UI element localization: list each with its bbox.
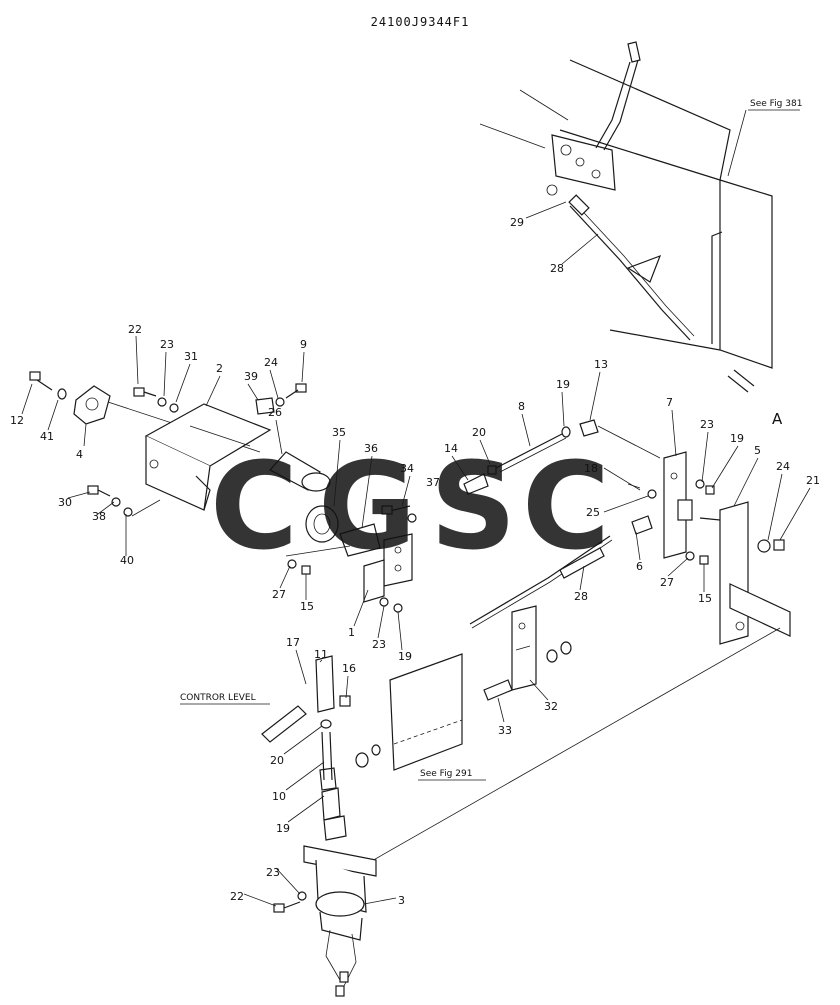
leader-lines [21, 201, 811, 907]
callout: 24 [776, 460, 790, 473]
callout: 3 [398, 894, 405, 907]
callout: 8 [518, 400, 525, 413]
solenoid-assembly: CONTROR LEVEL [180, 655, 377, 997]
callout: 20 [472, 426, 486, 439]
callout: 15 [698, 592, 712, 605]
callout: 9 [300, 338, 307, 351]
callout: 19 [398, 650, 412, 663]
callout: 16 [342, 662, 356, 675]
callout: 23 [700, 418, 714, 431]
callout: 18 [584, 462, 598, 475]
callout: 12 [10, 414, 24, 427]
watermark-letter: S [430, 438, 516, 577]
note-see-fig-381: See Fig 381 [750, 99, 802, 109]
watermark-letter: C [522, 438, 610, 577]
callout: 32 [544, 700, 558, 713]
callout: 33 [498, 724, 512, 737]
callout: 25 [586, 506, 600, 519]
callout: 40 [120, 554, 134, 567]
watermark-letter: G [318, 438, 417, 577]
callout: 20 [270, 754, 284, 767]
callout: 6 [636, 560, 643, 573]
watermark-letter: C [210, 438, 298, 577]
callout: 26 [268, 406, 282, 419]
callout: 37 [426, 476, 440, 489]
callout: 19 [276, 822, 290, 835]
left-bracket-assembly [29, 371, 331, 517]
callout: 4 [76, 448, 83, 461]
callout: 38 [92, 510, 106, 523]
center-link-assembly [285, 419, 661, 613]
callout: 39 [244, 370, 258, 383]
callout-labels: 22 23 31 2 39 24 9 12 41 4 26 35 36 34 3… [10, 216, 820, 907]
callout: 29 [510, 216, 524, 229]
lower-plate-assembly: See Fig 291 [355, 605, 572, 781]
callout: 31 [184, 350, 198, 363]
callout: 22 [128, 323, 142, 336]
callout: 5 [754, 444, 761, 457]
callout: 28 [574, 590, 588, 603]
diagram-title: 24100J9344F1 [371, 15, 470, 29]
callout: 19 [730, 432, 744, 445]
callout: 27 [272, 588, 286, 601]
callout: 11 [314, 648, 328, 661]
cgsc-watermark: C G S C [210, 438, 610, 577]
callout: 7 [666, 396, 673, 409]
view-label-a: A [772, 410, 783, 428]
callout: 28 [550, 262, 564, 275]
callout: 10 [272, 790, 286, 803]
callout: 36 [364, 442, 378, 455]
callout: 21 [806, 474, 820, 487]
callout: 41 [40, 430, 54, 443]
callout: 24 [264, 356, 278, 369]
callout: 17 [286, 636, 300, 649]
callout: 14 [444, 442, 458, 455]
callout: 35 [332, 426, 346, 439]
callout: 23 [372, 638, 386, 651]
callout: 13 [594, 358, 608, 371]
callout: 34 [400, 462, 414, 475]
callout: 27 [660, 576, 674, 589]
callout: 2 [216, 362, 223, 375]
lever-console-assembly: A See Fig 381 [479, 41, 802, 428]
callout: 15 [300, 600, 314, 613]
callout: 19 [556, 378, 570, 391]
callout: 22 [230, 890, 244, 903]
note-see-fig-291: See Fig 291 [420, 769, 472, 779]
callout: 30 [58, 496, 72, 509]
callout: 1 [348, 626, 355, 639]
callout: 23 [160, 338, 174, 351]
callout: 23 [266, 866, 280, 879]
note-control-level: CONTROR LEVEL [180, 693, 256, 703]
